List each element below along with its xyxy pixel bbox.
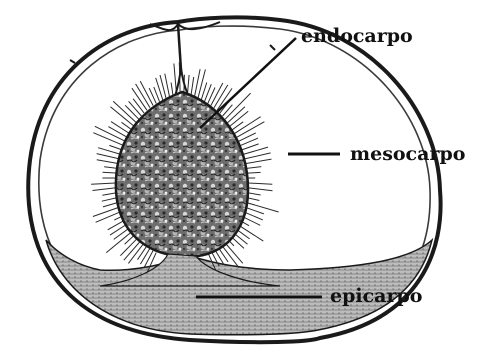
endocarp-label: endocarpo: [301, 25, 413, 47]
epicarp-label: epicarpo: [330, 285, 422, 307]
fruit-left-notch: [70, 60, 75, 63]
mesocarp-label: mesocarpo: [350, 143, 465, 165]
